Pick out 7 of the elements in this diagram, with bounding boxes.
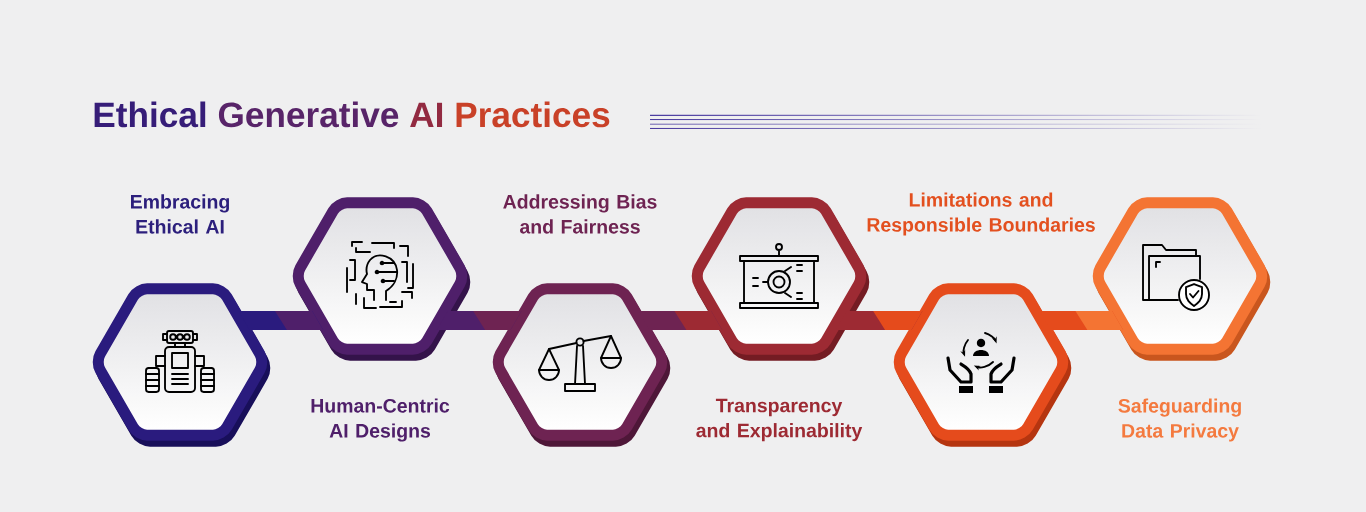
step-label: Embracing Ethical AI	[131, 194, 229, 234]
step-label: Human-Centric AI Designs	[311, 398, 450, 442]
step-label: Limitations and Responsible Boundaries	[867, 192, 1095, 236]
step-label: Safeguarding Data Privacy	[1118, 398, 1241, 442]
step-label: Transparency and Explainability	[696, 398, 863, 442]
title: Ethical Generative AI Practices	[94, 101, 610, 128]
step-label: Addressing Bias and Fairness	[503, 194, 657, 234]
